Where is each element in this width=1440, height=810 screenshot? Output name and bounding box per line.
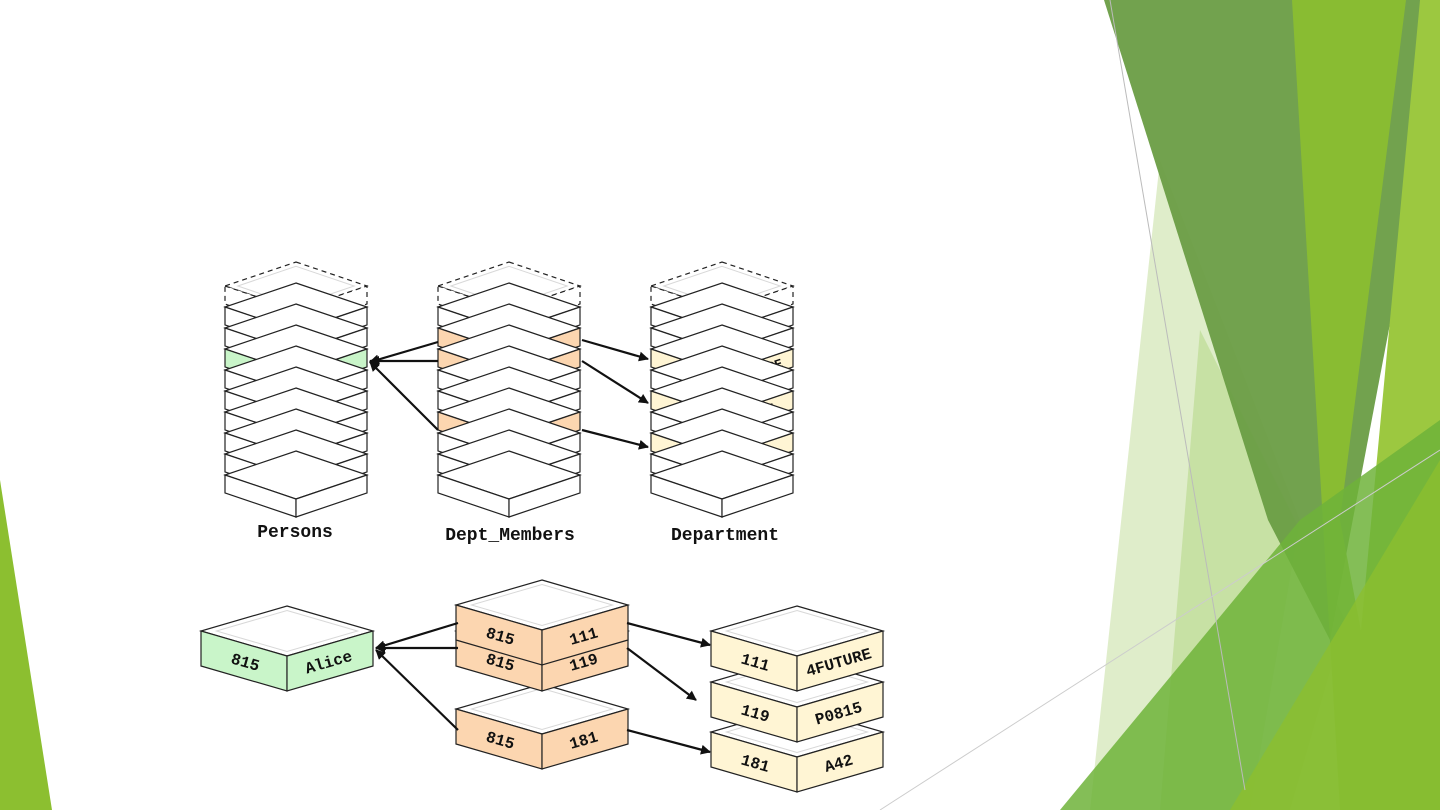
dept-members-record-3-slab: [453, 683, 631, 770]
dept-members-label: Dept_Members: [445, 526, 575, 546]
arrow-dm1-to-dept1: [581, 338, 649, 362]
arrow-b-dm1-to-dept1: [626, 621, 711, 648]
dept-members-record-1-slab: [453, 579, 631, 666]
dept-members-stack-layer-9-right-face: [508, 474, 581, 518]
thin-line-1: [1109, 0, 1246, 791]
right-bright-panel: [1292, 0, 1406, 810]
arrow-dm1-to-persons: [369, 340, 439, 365]
dept-members-record-1-slab-right-face: [541, 604, 629, 666]
thin-line-2: [879, 449, 1440, 810]
department-stack: 1114FUTURE119P0815181A42: [649, 261, 795, 518]
bottom-right-bright: [1230, 460, 1440, 810]
arrow-dm3-to-dept3: [581, 428, 649, 450]
department-stack-layer-9: [649, 450, 795, 518]
department-record-1-slab-inner: [724, 609, 870, 653]
department-record-1-slab: [708, 605, 886, 692]
arrow-dm3-to-persons: [369, 361, 439, 431]
dept-members-record-3-slab-right-face: [541, 708, 629, 770]
persons-record-slab: [198, 605, 376, 692]
arrow-b-dm3-to-dept3: [626, 728, 711, 755]
arrow-dm2-to-dept2: [581, 360, 649, 404]
dept-members-stack-layer-9: [436, 450, 582, 518]
persons-stack-layer-9-right-face: [295, 474, 368, 518]
department-record-3-slab-right-face: [796, 731, 884, 793]
dept-members-record-1-slab-inner: [469, 583, 615, 627]
dept-members-record-3-slab-inner: [469, 687, 615, 731]
persons-record-slab-inner: [214, 609, 360, 653]
department-label: Department: [671, 526, 779, 546]
department-stack-layer-9-right-face: [721, 474, 794, 518]
dept-members-stack: 815111815119815181: [436, 261, 582, 518]
arrow-b-dm2-to-dept2: [626, 647, 697, 701]
left-green-strip: [0, 480, 52, 810]
persons-label: Persons: [257, 523, 333, 543]
arrow-b-dm3-to-persons: [375, 649, 459, 731]
department-record-1-slab-right-face: [796, 630, 884, 692]
department-record-2-slab-right-face: [796, 681, 884, 743]
persons-stack-layer-9: [223, 450, 369, 518]
arrow-b-dm1-to-persons: [375, 621, 459, 651]
persons-record-slab-right-face: [286, 630, 374, 692]
